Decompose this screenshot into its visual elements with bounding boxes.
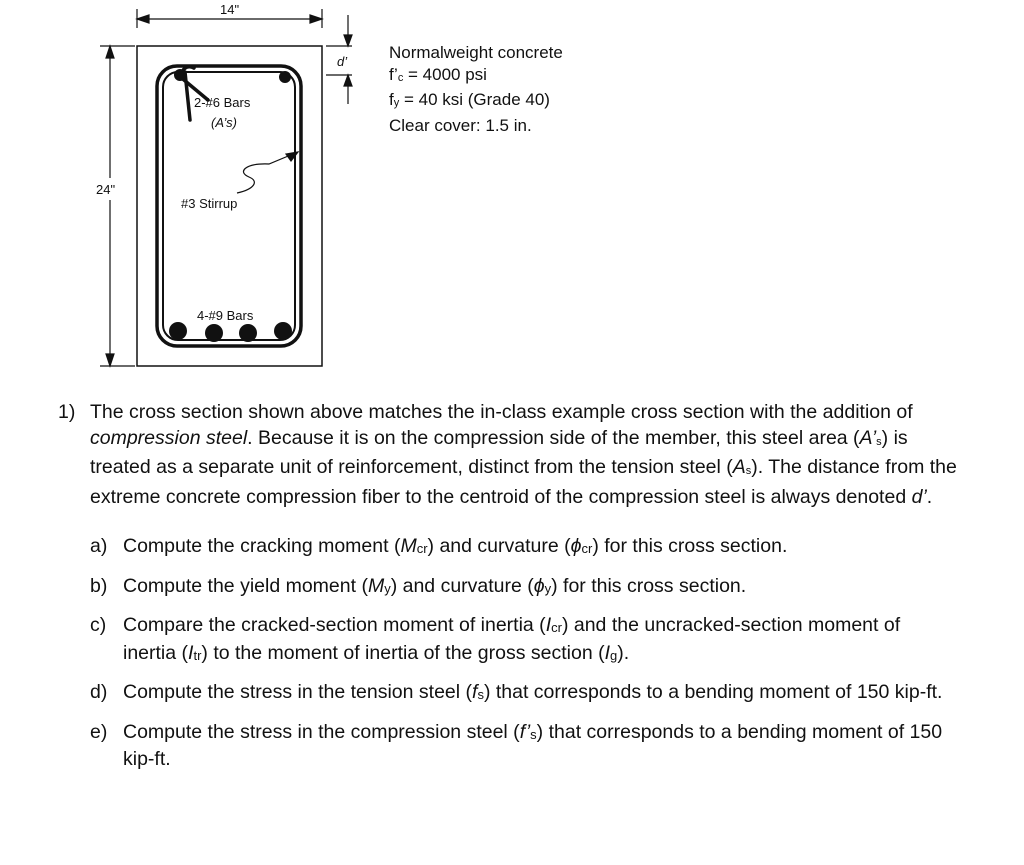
problem-parts: a)Compute the cracking moment (Mcr) and … — [90, 534, 958, 773]
width-dimension — [135, 9, 324, 28]
concrete-type: Normalweight concrete — [389, 43, 563, 62]
bottom-bar-2 — [205, 324, 223, 342]
beam-cross-section-diagram: 14" 24" d’ 2-#6 Bars (A’s) #3 Stirrup 4-… — [94, 2, 353, 368]
concrete-section — [136, 45, 323, 367]
d-prime-label: d’ — [337, 54, 348, 69]
part-a: a)Compute the cracking moment (Mcr) and … — [90, 535, 788, 557]
stirrup-outer — [155, 64, 303, 348]
stirrup-leader — [236, 151, 300, 194]
part-d: d)Compute the stress in the tension stee… — [90, 681, 943, 703]
concrete-strength: f’c = 4000 psi — [389, 64, 487, 84]
bottom-bar-4 — [274, 322, 292, 340]
top-bar-2 — [279, 71, 291, 83]
problem-intro: The cross section shown above matches th… — [90, 401, 957, 508]
material-properties: Normalweight concrete f’c = 4000 psi fy … — [389, 42, 563, 136]
part-b: b)Compute the yield moment (My) and curv… — [90, 574, 747, 597]
bottom-bars-label: 4-#9 Bars — [197, 308, 254, 323]
part-e: e)Compute the stress in the compression … — [90, 720, 943, 771]
stirrup-label: #3 Stirrup — [181, 196, 237, 211]
d-prime-dimension — [326, 15, 353, 104]
steel-yield-strength: fy = 40 ksi (Grade 40) — [389, 90, 550, 109]
top-bar-1 — [174, 69, 186, 81]
bottom-bar-1 — [169, 322, 187, 340]
width-label: 14" — [220, 2, 239, 17]
top-bars-label: 2-#6 Bars — [194, 95, 251, 110]
clear-cover: Clear cover: 1.5 in. — [389, 115, 532, 135]
part-c: c)Compare the cracked-section moment of … — [90, 614, 901, 664]
top-bars-area-label: (A’s) — [211, 115, 237, 130]
height-label: 24" — [96, 182, 115, 197]
stirrup-inner — [162, 71, 296, 341]
problem-statement: 1) The cross section shown above matches… — [58, 400, 958, 785]
problem-number: 1) — [58, 401, 76, 423]
height-dimension — [100, 44, 135, 368]
bottom-bar-3 — [239, 324, 257, 342]
